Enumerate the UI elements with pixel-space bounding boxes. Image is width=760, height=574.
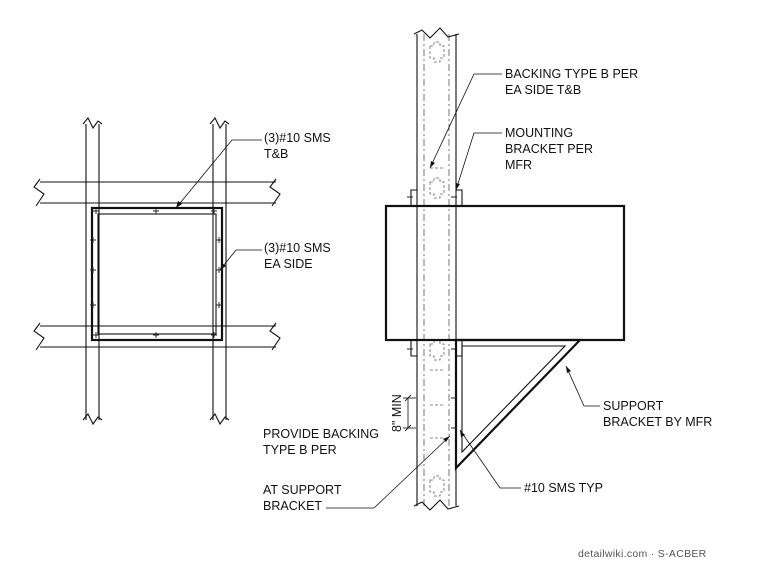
bottom-backing: [33, 322, 281, 351]
label-support-2: BRACKET BY MFR: [603, 415, 712, 429]
equipment-unit: [384, 204, 626, 342]
dimension-8-min: [403, 394, 416, 432]
duct-frame: [90, 206, 224, 342]
stud-knockouts: [429, 41, 445, 497]
label-sms-side: (3)#10 SMS: [264, 241, 331, 255]
label-sms-tb-2: T&B: [264, 147, 288, 161]
annotations: (3)#10 SMS T&B (3)#10 SMS EA SIDE BACKIN…: [263, 67, 712, 560]
left-stud: [82, 117, 103, 426]
label-mounting-2: BRACKET PER: [505, 142, 593, 156]
label-sms-tb: (3)#10 SMS: [264, 131, 331, 145]
label-mounting-3: MFR: [505, 158, 532, 172]
label-provide-backing-2: TYPE B PER: [263, 443, 337, 457]
label-provide-backing: PROVIDE BACKING: [263, 427, 379, 441]
mounting-brackets: [407, 189, 463, 357]
label-mounting: MOUNTING: [505, 126, 573, 140]
screw-marks: [90, 208, 222, 338]
label-at-support-2: BRACKET: [263, 499, 322, 513]
label-sms-side-2: EA SIDE: [264, 257, 313, 271]
label-backing-b-2: EA SIDE T&B: [505, 83, 581, 97]
label-dimension: 8" MIN: [390, 394, 404, 432]
label-backing-b: BACKING TYPE B PER: [505, 67, 638, 81]
plan-view: [33, 117, 281, 426]
watermark: detailwiki.com · S-ACBER: [578, 548, 707, 560]
top-backing: [33, 178, 281, 207]
right-stud: [209, 117, 230, 426]
elevation-view: [326, 27, 626, 511]
label-at-support: AT SUPPORT: [263, 483, 342, 497]
label-sms-typ: #10 SMS TYP: [524, 481, 603, 495]
label-support: SUPPORT: [603, 399, 664, 413]
support-bracket: [451, 338, 583, 471]
